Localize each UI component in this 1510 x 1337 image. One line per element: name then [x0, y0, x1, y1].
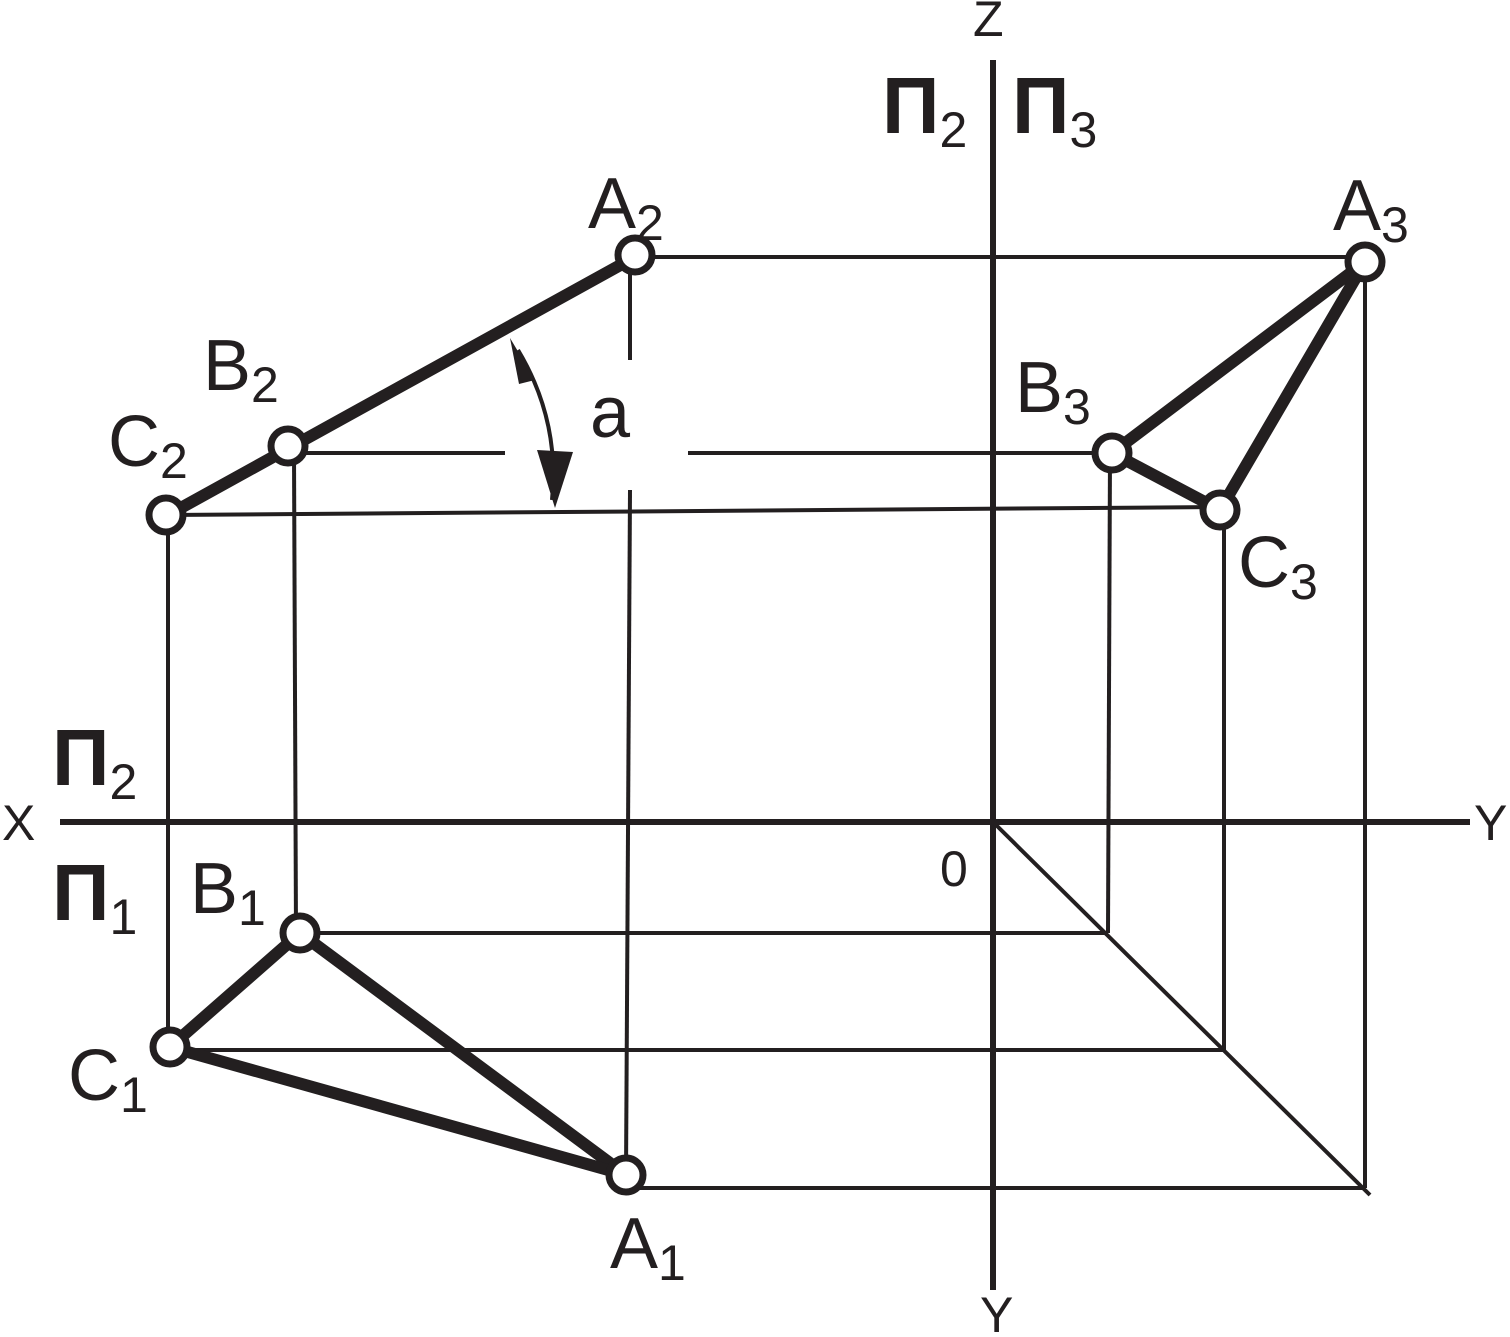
a2-a1-link-bottom	[624, 489, 632, 1176]
label-a2: A2	[588, 164, 664, 251]
label-b2: B2	[203, 326, 279, 413]
point-b3	[1091, 432, 1133, 474]
label-a3: A3	[1333, 166, 1409, 253]
label-c1: C1	[68, 1036, 148, 1123]
point-c1	[149, 1026, 191, 1068]
edge-c1-b1	[164, 927, 306, 1053]
point-a3	[1344, 241, 1386, 283]
point-b2	[267, 425, 309, 467]
c2-c3-link	[167, 505, 1221, 517]
arrow-up-icon	[510, 338, 535, 384]
point-b1	[279, 912, 321, 954]
axis-label-y-bottom: Y	[980, 1287, 1013, 1337]
plane-label-p3-top: П3	[1012, 61, 1097, 158]
arrow-down-icon	[537, 450, 573, 508]
edge-b1-a1	[294, 927, 632, 1181]
constant-line-45	[991, 820, 1372, 1197]
point-c3	[1199, 489, 1241, 531]
plane-label-p2-top: П2	[882, 61, 967, 158]
label-c3: C3	[1238, 523, 1318, 610]
label-b3: B3	[1015, 348, 1091, 435]
point-c2	[145, 494, 187, 536]
plane-label-p1-left: П1	[52, 848, 137, 945]
projection-lines	[166, 255, 1372, 1197]
angle-arc	[510, 338, 573, 508]
points	[145, 234, 1386, 1196]
angle-label: a	[590, 373, 631, 453]
edge-c1-a1	[164, 1041, 632, 1181]
b2-b1-link	[292, 452, 298, 936]
edge-a2-c2	[162, 251, 641, 521]
plane-label-p2-left: П2	[52, 713, 137, 810]
point-a2	[614, 234, 656, 276]
point-a1	[605, 1154, 647, 1196]
label-a1: A1	[610, 1204, 686, 1291]
edge-a3-c3	[1214, 256, 1371, 516]
axis-label-x: X	[2, 795, 35, 851]
origin-label: 0	[940, 841, 968, 897]
figure-edges	[162, 251, 1371, 1181]
b3-vertical	[1106, 452, 1112, 934]
edge-a3-b3	[1106, 256, 1371, 459]
axis-label-y-right: Y	[1474, 795, 1507, 851]
label-b1: B1	[190, 849, 266, 936]
label-c2: C2	[108, 402, 188, 489]
axis-label-z: Z	[973, 0, 1004, 47]
